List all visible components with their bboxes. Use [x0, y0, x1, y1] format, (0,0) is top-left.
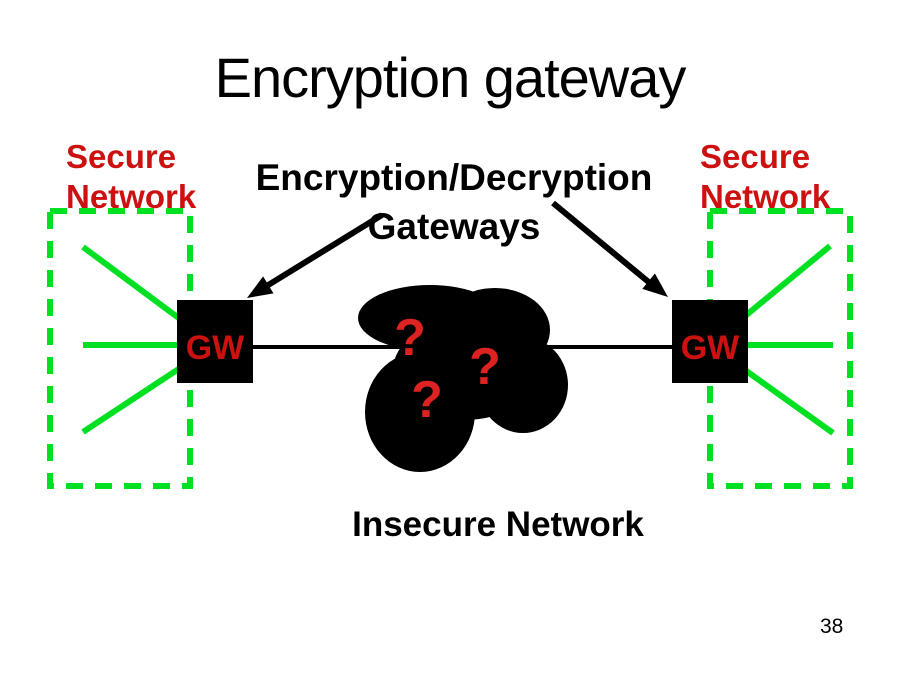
gateway-label-right: GW — [680, 329, 740, 367]
slide-title: Encryption gateway — [214, 46, 687, 109]
gateway-box-right: GW — [672, 300, 748, 383]
question-mark-1: ? — [394, 309, 426, 367]
page-number: 38 — [820, 615, 844, 638]
secure-network-label-left-line1: Secure — [66, 138, 177, 175]
question-mark-3: ? — [411, 371, 443, 429]
cloud-lobe-center — [393, 320, 537, 420]
caption-arrow-left-head — [247, 276, 274, 298]
gateway-label-left: GW — [185, 329, 245, 367]
insecure-network-cloud — [358, 285, 568, 472]
secure-network-boundary-right — [707, 208, 853, 489]
question-mark-2: ? — [469, 338, 501, 396]
encryption-gateways-caption-line1: Encryption/Decryption — [255, 157, 653, 198]
encryption-gateways-caption: Encryption/Decryption Gateways — [234, 153, 674, 251]
secure-network-label-right-line1: Secure — [700, 138, 811, 175]
caption-arrow-left-shaft — [263, 212, 384, 290]
secure-network-boundary-left — [47, 208, 193, 489]
insecure-network-label: Insecure Network — [352, 505, 644, 544]
gateway-box-left: GW — [177, 300, 253, 383]
encryption-gateways-caption-line2: Gateways — [367, 206, 541, 247]
caption-arrow-right-head — [642, 273, 668, 297]
caption-arrow-right-shaft — [551, 200, 653, 287]
